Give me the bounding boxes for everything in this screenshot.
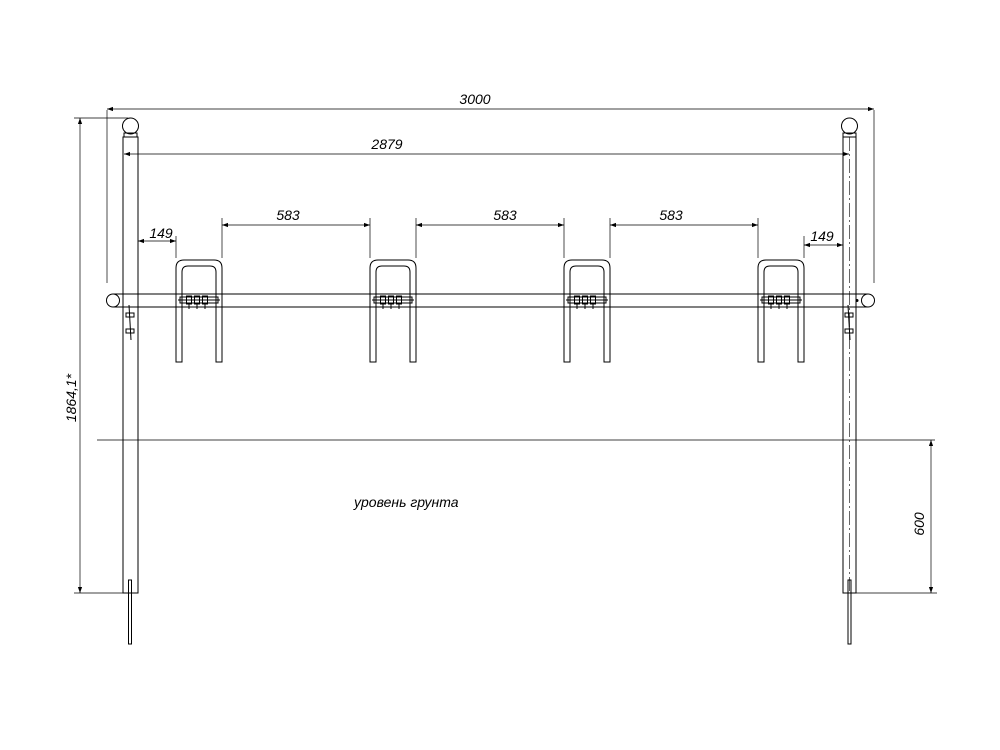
dimension-label-spacing-2: 583 bbox=[493, 207, 517, 223]
dimension-overall-width: 3000 bbox=[106, 91, 875, 283]
dimension-spacing-2: 583 bbox=[415, 207, 565, 258]
horizontal-bar bbox=[106, 293, 875, 308]
bike-loop bbox=[369, 259, 417, 363]
dimension-spacing-3: 583 bbox=[609, 207, 759, 258]
dimension-label-total-height: 1864,1* bbox=[63, 373, 79, 422]
ground-level-label: уровень грунта bbox=[353, 494, 459, 510]
dimension-label-inner-width: 2879 bbox=[370, 136, 402, 152]
bike-loop bbox=[563, 259, 611, 363]
dimension-depth-in-ground: 600 bbox=[856, 440, 937, 594]
dimension-end-offset-left: 149 bbox=[138, 225, 177, 258]
dimension-label-end-offset-left: 149 bbox=[149, 225, 173, 241]
bike-loop bbox=[175, 259, 223, 363]
dimension-total-height: 1864,1* bbox=[63, 117, 128, 594]
dimension-label-spacing-3: 583 bbox=[659, 207, 683, 223]
dimension-spacing-1: 583 bbox=[221, 207, 371, 258]
dimension-label-end-offset-right: 149 bbox=[810, 228, 834, 244]
dimension-end-offset-right: 149 bbox=[803, 228, 843, 258]
dimension-inner-width: 2879 bbox=[124, 136, 849, 157]
dimension-label-depth-in-ground: 600 bbox=[911, 512, 927, 536]
bike-loops bbox=[175, 259, 805, 363]
dimension-label-spacing-1: 583 bbox=[276, 207, 300, 223]
right-post bbox=[841, 117, 858, 645]
bike-loop bbox=[757, 259, 805, 363]
dimension-label-overall-width: 3000 bbox=[459, 91, 490, 107]
left-post bbox=[122, 117, 139, 645]
